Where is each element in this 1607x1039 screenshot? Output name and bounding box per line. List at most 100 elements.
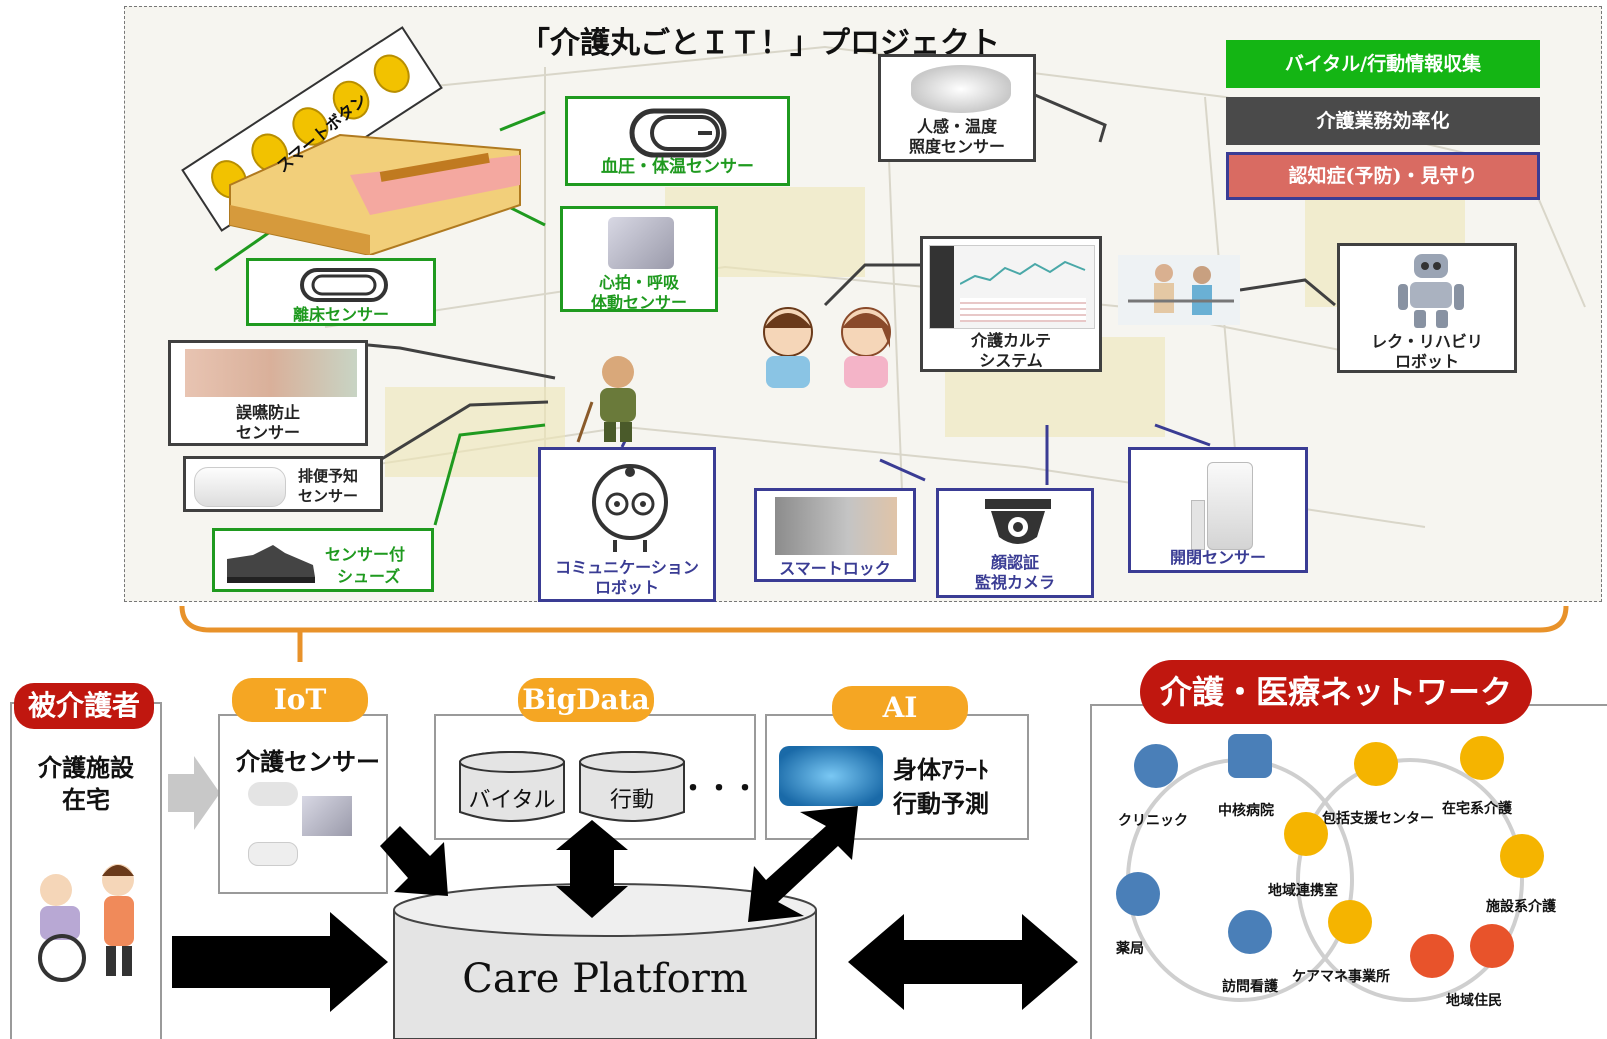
regional-office-label: 地域連携室 [1268, 883, 1338, 899]
communication-robot-label-2: ロボット [594, 578, 659, 597]
legend-vital: バイタル/行動情報収集 [1226, 40, 1540, 88]
bp-temp-sensor-icon [629, 108, 727, 158]
care-manager-icon [1328, 900, 1372, 944]
pharmacy-icon [1116, 872, 1160, 916]
face-camera-label-2: 監視カメラ [974, 573, 1055, 592]
support-center-icon [1354, 742, 1398, 786]
db-behavior-label: 行動 [609, 788, 654, 813]
network-title: 介護・医療ネットワーク [1140, 660, 1532, 724]
more-dots: ・・・ [680, 774, 759, 804]
aspiration-sensor-label-1: 誤嚥防止 [235, 403, 300, 422]
rehab-robot-label-2: ロボット [1394, 352, 1459, 371]
care-record-screen [929, 245, 1095, 329]
shoe-icon [227, 545, 315, 583]
bp-temp-sensor-label: 血圧・体温センサー [601, 157, 754, 177]
ai-text-2: 行動予測 [893, 789, 989, 818]
care-record-label-2: システム [979, 351, 1043, 370]
legend-dementia: 認知症(予防)・見守り [1226, 152, 1540, 200]
robot-face-icon [592, 464, 668, 552]
hospital-icon [1228, 734, 1272, 778]
wheelchair-care-icon [38, 864, 134, 982]
heartbeat-sensor-box: 心拍・呼吸 体動センサー [560, 206, 718, 312]
facility-care-icon [1500, 834, 1544, 878]
bed-exit-sensor-icon [300, 268, 388, 302]
care-record-label-1: 介護カルテ [970, 331, 1051, 350]
input-arrow [168, 756, 220, 830]
hospital-label: 中核病院 [1218, 803, 1274, 819]
care-platform-label: Care Platform [462, 956, 748, 1002]
motion-temp-sensor-box: 人感・温度 照度センサー [878, 54, 1036, 162]
door-sensor-icon [1207, 462, 1253, 550]
sensor-shoes-label-2: シューズ [337, 567, 401, 586]
care-receiver-tag: 被介護者 [14, 683, 154, 729]
db-vital-icon [459, 751, 565, 822]
excretion-sensor-box: 排便予知 センサー [183, 456, 383, 512]
iot-tag: IoT [232, 678, 368, 722]
bed-icon [229, 133, 521, 255]
heartbeat-sensor-label-1: 心拍・呼吸 [598, 273, 679, 292]
community-residents-label: 地域住民 [1446, 993, 1502, 1009]
clinic-icon [1134, 744, 1178, 788]
connector-lines [214, 93, 1336, 526]
smart-lock-label: スマートロック [779, 559, 891, 578]
ai-panel: 身体ｱﾗｰﾄ 行動予測 [765, 714, 1029, 840]
ai-text-1: 身体ｱﾗｰﾄ [893, 755, 989, 784]
home-care-label: 在宅系介護 [1442, 801, 1512, 817]
heartbeat-sensor-icon [608, 217, 674, 269]
community-residents-icon-2 [1470, 924, 1514, 968]
care-receiver-text-2: 在宅 [62, 785, 110, 814]
rehab-robot-icon [1398, 254, 1464, 328]
db-vital-label: バイタル [468, 788, 556, 813]
smart-lock-box: スマートロック [754, 488, 916, 582]
face-camera-label-1: 顔認証 [990, 553, 1039, 572]
bigdata-tag: BigData [518, 678, 654, 722]
db-behavior-icon [579, 751, 685, 822]
regional-office-icon [1284, 812, 1328, 856]
motion-sensor-icon [911, 65, 1011, 113]
pharmacy-label: 薬局 [1116, 941, 1144, 957]
face-camera-box: 顔認証 監視カメラ [936, 488, 1094, 598]
aspiration-sensor-box: 誤嚥防止 センサー [168, 340, 368, 446]
rehab-robot-box: レク・リハビリ ロボット [1337, 243, 1517, 373]
bed-exit-sensor-label: 離床センサー [292, 305, 389, 324]
iot-sensor-images [248, 782, 358, 872]
iot-text: 介護センサー [236, 747, 380, 776]
communication-robot-box: コミュニケーション ロボット [538, 447, 716, 602]
camera-icon [985, 499, 1051, 544]
clinic-label: クリニック [1118, 813, 1188, 829]
rehab-robot-label-1: レク・リハビリ [1371, 332, 1483, 351]
care-receiver-panel: 介護施設 在宅 [10, 702, 162, 1039]
excretion-sensor-label-2: センサー [298, 487, 359, 505]
community-residents-icon [1410, 934, 1454, 978]
care-manager-label: ケアマネ事業所 [1292, 969, 1390, 985]
aspiration-sensor-label-2: センサー [235, 423, 300, 442]
smart-lock-photo [775, 497, 897, 555]
elderly-man-figure [576, 356, 636, 443]
care-platform-cylinder [393, 883, 817, 1039]
sensor-shoes-box: センサー付 シューズ [212, 528, 434, 592]
bigdata-panel: バイタル 行動 ・・・ [434, 714, 759, 840]
home-nursing-icon [1228, 910, 1272, 954]
brain-icon [779, 746, 883, 806]
home-care-icon [1460, 736, 1504, 780]
bed-exit-sensor-box: 離床センサー [246, 258, 436, 326]
sensor-shoes-label-1: センサー付 [325, 545, 406, 564]
excretion-sensor-label-1: 排便予知 [298, 467, 359, 485]
door-sensor-label: 開閉センサー [1169, 548, 1266, 567]
facility-care-label: 施設系介護 [1486, 899, 1556, 915]
support-center-label: 包括支援センター [1322, 811, 1434, 827]
ai-tag: AI [832, 686, 968, 730]
care-receiver-text-1: 介護施設 [38, 753, 134, 782]
excretion-sensor-icon [194, 467, 286, 507]
care-record-system-box: 介護カルテ システム [920, 236, 1102, 372]
legend-efficiency: 介護業務効率化 [1226, 97, 1540, 145]
motion-temp-sensor-label-1: 人感・温度 [916, 117, 997, 136]
heartbeat-sensor-label-2: 体動センサー [590, 293, 687, 312]
bp-temp-sensor-box: 血圧・体温センサー [565, 96, 790, 186]
project-bracket [179, 605, 1569, 662]
care-staff-figures [763, 307, 891, 388]
home-nursing-label: 訪問看護 [1222, 979, 1278, 995]
aspiration-sensor-photo [185, 349, 357, 397]
door-sensor-box: 開閉センサー [1128, 447, 1308, 573]
